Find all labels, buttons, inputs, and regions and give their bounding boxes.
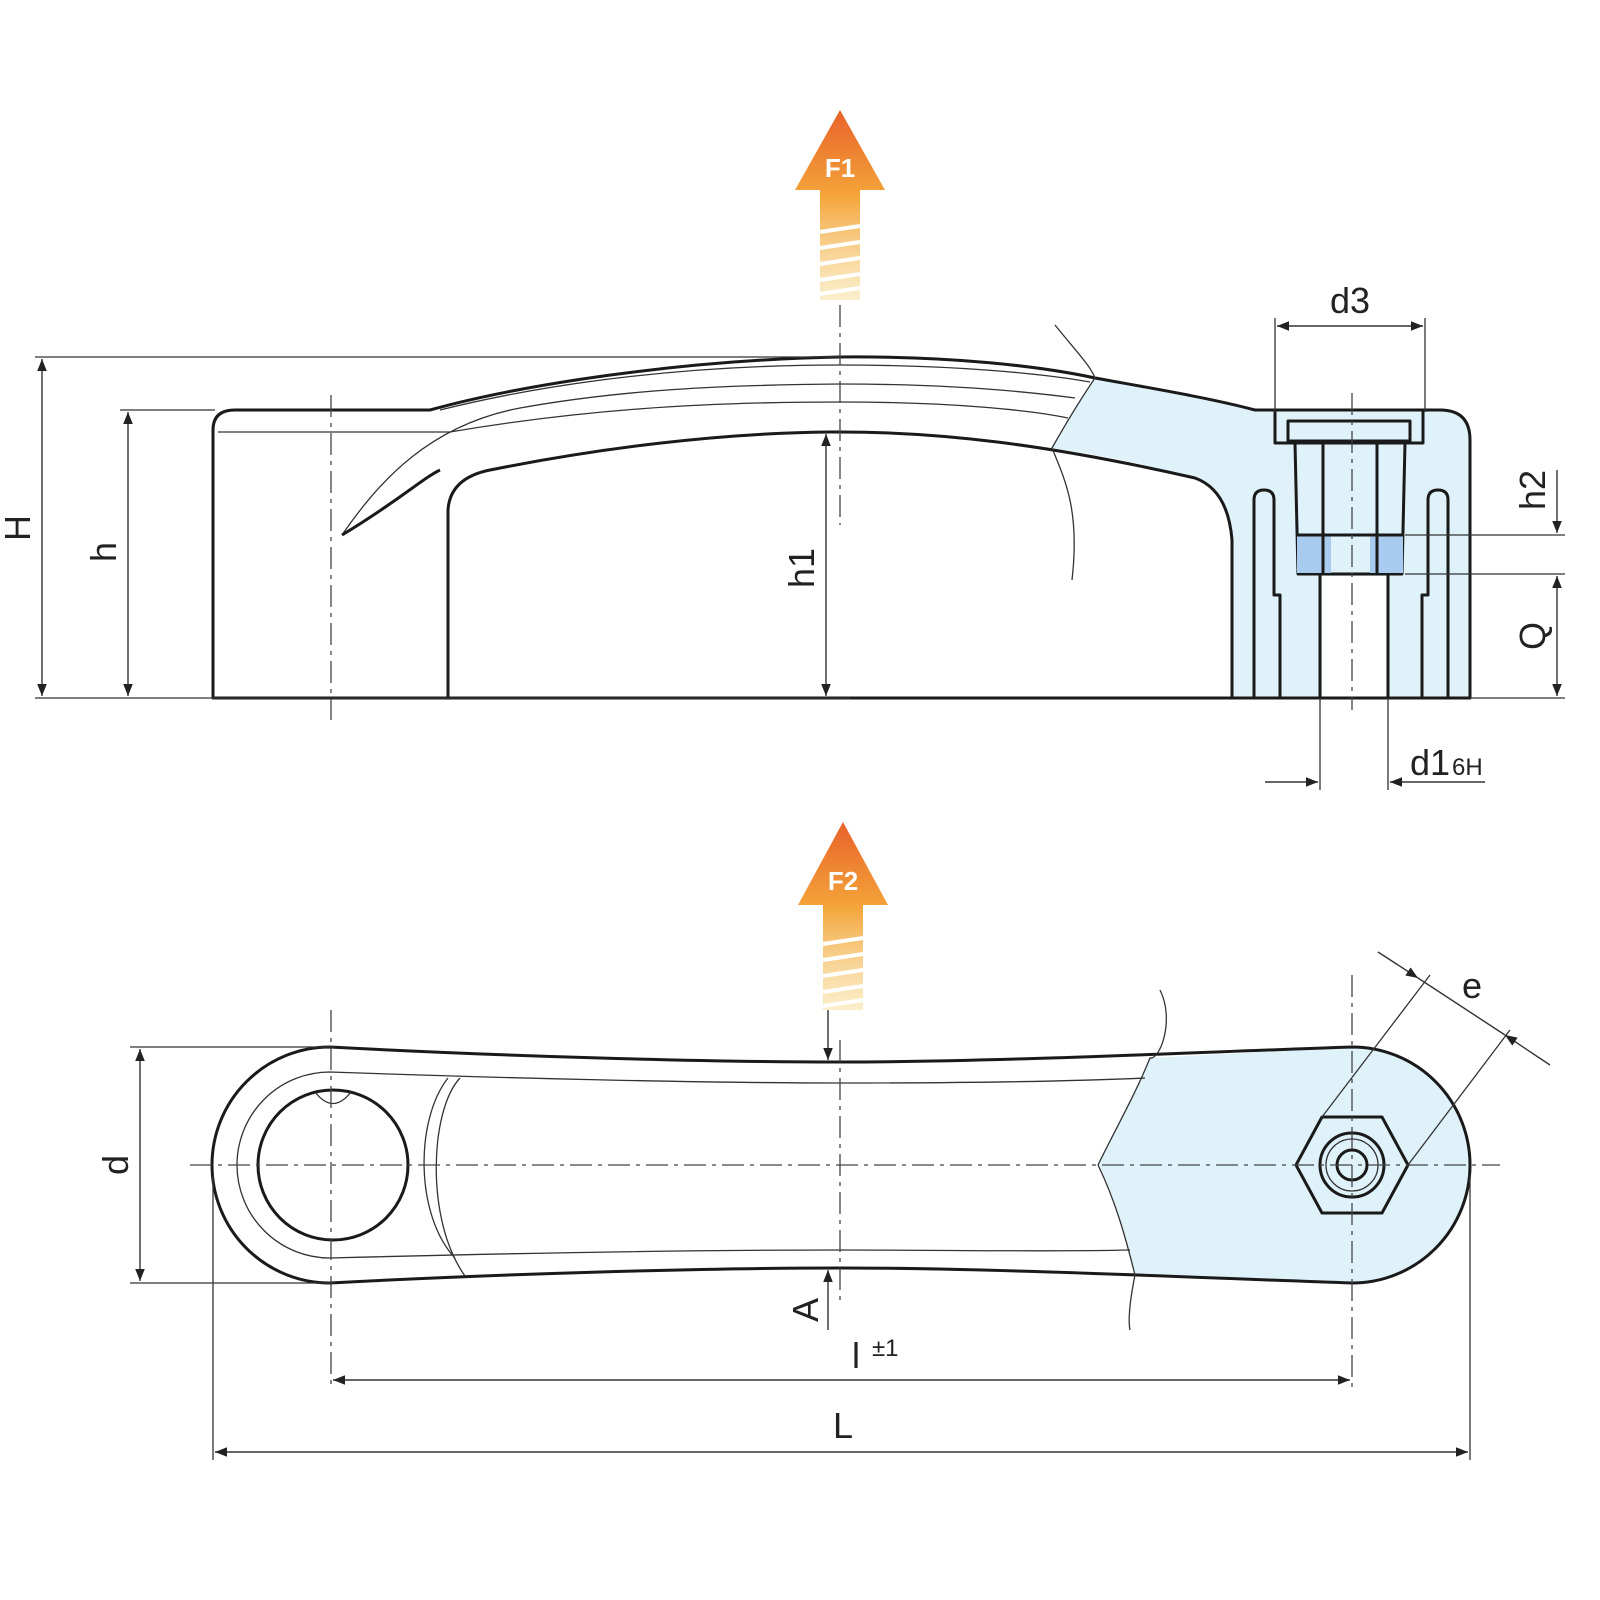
thread-zone bbox=[1297, 535, 1331, 573]
slot-left bbox=[1252, 488, 1282, 698]
section-fill bbox=[1052, 378, 1470, 698]
break-line bbox=[1097, 989, 1167, 1331]
threaded-insert bbox=[1293, 441, 1407, 576]
label-F2: F2 bbox=[828, 866, 858, 896]
label-d3: d3 bbox=[1330, 280, 1370, 321]
side-view: H h h1 d3 h2 Q d16H bbox=[0, 280, 1565, 790]
arrow-stripes bbox=[819, 224, 861, 296]
label-d1: d16H bbox=[1410, 742, 1483, 783]
thread-zone bbox=[1370, 535, 1403, 573]
bore-fill bbox=[1322, 576, 1386, 697]
extension-line bbox=[1321, 974, 1431, 1118]
force-arrow-f2: F2 bbox=[798, 822, 888, 1010]
extension-line bbox=[1407, 1029, 1511, 1166]
grip-edge bbox=[423, 1077, 456, 1259]
label-F1: F1 bbox=[825, 153, 855, 183]
hole-notch bbox=[314, 1091, 352, 1105]
label-A: A bbox=[785, 1298, 826, 1322]
dim-e bbox=[1377, 951, 1419, 979]
dim-e bbox=[1417, 977, 1506, 1036]
label-d: d bbox=[95, 1155, 136, 1175]
grip-underside bbox=[446, 430, 1234, 698]
handle-outline bbox=[211, 355, 1472, 700]
label-h2: h2 bbox=[1512, 470, 1553, 510]
break-line bbox=[1051, 324, 1096, 581]
label-L: L bbox=[833, 1405, 853, 1446]
arrow-stripes bbox=[822, 936, 864, 1008]
insert-top bbox=[1286, 419, 1412, 443]
plan-view: d A l ±1 L e bbox=[95, 951, 1551, 1460]
grip-line bbox=[439, 364, 1091, 411]
grip-line bbox=[218, 401, 1069, 433]
label-h: h bbox=[83, 542, 124, 562]
arrow-up-icon bbox=[798, 822, 888, 1010]
label-e: e bbox=[1462, 965, 1482, 1006]
slot-right bbox=[1420, 488, 1450, 698]
arrow-up-icon bbox=[795, 110, 885, 300]
grip-tip bbox=[341, 468, 441, 537]
grip-line bbox=[341, 383, 1076, 536]
force-arrow-f1: F1 bbox=[795, 110, 885, 300]
label-Q: Q bbox=[1512, 622, 1553, 650]
inner-outline bbox=[236, 1071, 1146, 1259]
dim-e bbox=[1504, 1034, 1551, 1066]
bore bbox=[1318, 574, 1390, 698]
label-h1: h1 bbox=[781, 548, 822, 588]
label-l-tolerance: ±1 bbox=[872, 1335, 899, 1362]
grip-edge bbox=[435, 1077, 466, 1277]
label-H: H bbox=[0, 515, 38, 541]
label-l: l bbox=[852, 1335, 860, 1376]
